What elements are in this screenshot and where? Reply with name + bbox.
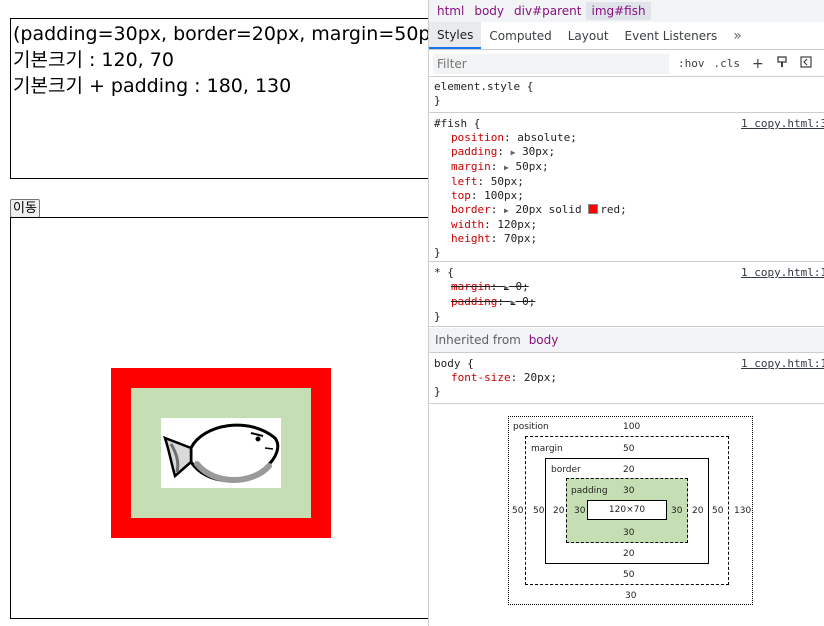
element-style-rule: element.style { }	[429, 77, 824, 113]
css-property[interactable]: position: absolute;	[451, 131, 577, 144]
margin-right-value[interactable]: 50	[712, 506, 724, 516]
border-right-value[interactable]: 20	[692, 506, 704, 516]
expand-triangle-icon: ▶	[510, 148, 516, 157]
body-rule: body { 1 copy.html:14 font-size: 20px; }	[429, 354, 824, 404]
breadcrumb-html[interactable]: html	[437, 4, 465, 18]
rule-selector[interactable]: body {	[434, 357, 474, 370]
padding-left-value[interactable]: 30	[574, 506, 586, 516]
source-link[interactable]: 1 copy.html:31	[741, 117, 824, 130]
description-line-1: (padding=30px, border=20px, margin=50px)	[13, 23, 432, 45]
description-line-3: 기본크기 + padding : 180, 130	[13, 75, 292, 97]
rule-selector[interactable]: * {	[434, 266, 454, 279]
box-model-margin[interactable]	[525, 436, 729, 585]
filter-input[interactable]	[433, 53, 669, 74]
inherited-tag[interactable]: body	[528, 333, 559, 347]
css-property[interactable]: height: 70px;	[451, 232, 538, 245]
devtools-panel: html body div#parent img#fish Styles Com…	[428, 0, 824, 626]
rule-close: }	[434, 246, 441, 259]
border-left-value[interactable]: 20	[553, 506, 565, 516]
box-model-border[interactable]	[545, 458, 709, 564]
position-left-value[interactable]: 50	[512, 506, 524, 516]
rule-selector[interactable]: element.style {	[434, 80, 534, 93]
css-property[interactable]: top: 100px;	[451, 189, 524, 202]
css-property[interactable]: font-size: 20px;	[451, 371, 557, 384]
margin-top-value[interactable]: 50	[623, 444, 635, 454]
margin-bottom-value[interactable]: 50	[623, 570, 635, 580]
css-property[interactable]: border: ▶ 20px solid red;	[451, 203, 627, 216]
breadcrumb-body[interactable]: body	[474, 4, 505, 18]
border-bottom-value[interactable]: 20	[623, 549, 635, 559]
css-property[interactable]: width: 120px;	[451, 218, 538, 231]
expand-triangle-icon: ▶	[504, 163, 509, 172]
rule-close: }	[434, 310, 441, 323]
margin-label: margin	[531, 444, 563, 454]
padding-bottom-value[interactable]: 30	[623, 528, 635, 538]
paint-icon[interactable]	[776, 55, 788, 72]
border-top-value[interactable]: 20	[623, 465, 635, 475]
source-link[interactable]: 1 copy.html:14	[741, 357, 824, 370]
fish-rule: #fish { 1 copy.html:31 position: absolut…	[429, 114, 824, 262]
toggle-sidebar-icon[interactable]	[800, 55, 812, 72]
hov-toggle[interactable]: :hov	[678, 57, 705, 70]
tab-computed[interactable]: Computed	[489, 28, 552, 43]
padding-label: padding	[571, 486, 608, 496]
breadcrumb: html body div#parent img#fish	[429, 0, 824, 22]
breadcrumb-parent[interactable]: div#parent	[514, 4, 582, 18]
padding-top-value[interactable]: 30	[623, 486, 635, 496]
rule-close: }	[434, 385, 441, 398]
inherited-from-header: Inherited from body	[429, 328, 824, 353]
css-property[interactable]: margin: ▶ 50px;	[451, 160, 549, 173]
rule-close: }	[434, 94, 441, 107]
border-label: border	[551, 465, 581, 475]
position-top-value[interactable]: 100	[623, 422, 641, 432]
tab-styles[interactable]: Styles	[429, 22, 482, 49]
breadcrumb-fish[interactable]: img#fish	[586, 2, 651, 20]
cls-toggle[interactable]: .cls	[713, 57, 741, 70]
filter-bar: :hov .cls +	[429, 51, 824, 77]
color-swatch[interactable]	[588, 204, 599, 214]
margin-left-value[interactable]: 50	[533, 506, 545, 516]
css-property[interactable]: left: 50px;	[451, 175, 524, 188]
css-property-overridden[interactable]: padding: ▶ 0;	[451, 295, 536, 308]
box-model-position[interactable]	[508, 416, 753, 605]
css-property-overridden[interactable]: margin: ▶ 0;	[451, 280, 529, 293]
add-rule-icon[interactable]: +	[752, 55, 764, 72]
universal-rule: * { 1 copy.html:10 margin: ▶ 0; padding:…	[429, 263, 824, 327]
position-label: position	[513, 422, 549, 432]
fish-image[interactable]	[161, 418, 281, 488]
description-box: (padding=30px, border=20px, margin=50px)…	[10, 18, 432, 179]
fish-icon	[162, 423, 280, 483]
move-button[interactable]: 이동	[10, 199, 40, 218]
rule-selector[interactable]: #fish {	[434, 117, 481, 130]
box-model-content[interactable]: 120×70	[587, 500, 667, 520]
inherited-label: Inherited from	[435, 333, 521, 347]
padding-right-value[interactable]: 30	[671, 506, 683, 516]
description-line-2: 기본크기 : 120, 70	[13, 49, 174, 71]
position-bottom-value[interactable]: 30	[625, 591, 637, 601]
styles-tabbar: Styles Computed Layout Event Listeners »	[429, 22, 824, 50]
tab-layout[interactable]: Layout	[567, 28, 609, 43]
position-right-value[interactable]: 130	[734, 506, 752, 516]
css-property[interactable]: padding: ▶ 30px;	[451, 145, 556, 158]
tab-event-listeners[interactable]: Event Listeners	[624, 28, 718, 43]
expand-triangle-icon: ▶	[504, 206, 509, 215]
more-tabs-icon[interactable]: »	[733, 27, 742, 44]
source-link[interactable]: 1 copy.html:10	[741, 266, 824, 279]
box-model-diagram: 120×70 position 100 30 50 130 margin 50 …	[429, 405, 824, 626]
